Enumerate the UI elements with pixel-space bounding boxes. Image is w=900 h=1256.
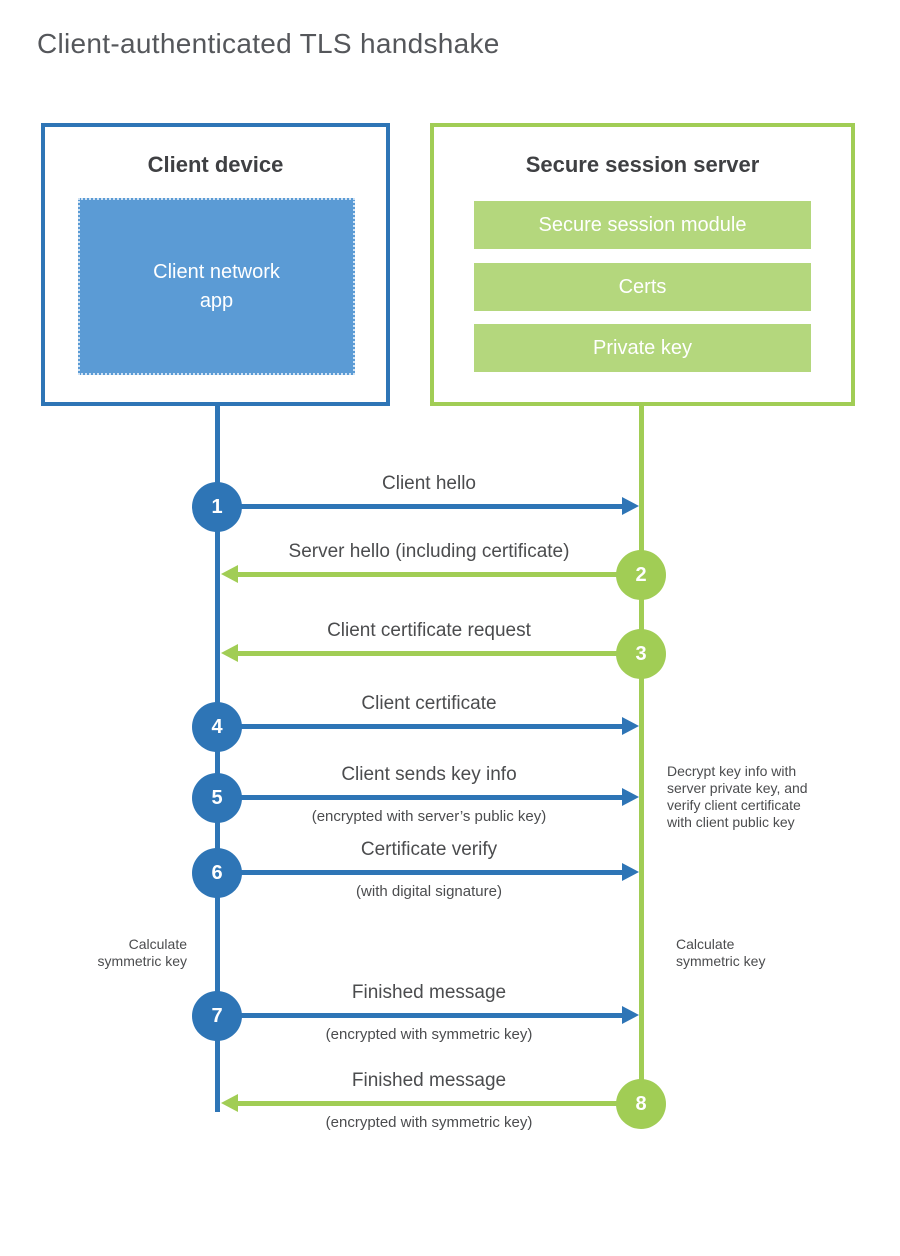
- step-3-badge: 3: [616, 629, 666, 679]
- step-2-badge: 2: [616, 550, 666, 600]
- step-4-badge: 4: [192, 702, 242, 752]
- arrow-left-icon: [221, 644, 629, 662]
- secure-session-server-box: Secure session server Secure session mod…: [430, 123, 855, 406]
- step-8-sublabel: (encrypted with symmetric key): [325, 1114, 533, 1131]
- certs-bar: Certs: [474, 263, 811, 311]
- arrow-right-icon: [230, 717, 639, 735]
- arrow-right-icon: [230, 1006, 639, 1024]
- step-5-badge: 5: [192, 773, 242, 823]
- server-lifeline: [639, 406, 644, 1104]
- step-7-label: Finished message: [351, 982, 507, 1003]
- step-1-label: Client hello: [382, 473, 476, 494]
- client-device-title: Client device: [147, 152, 284, 177]
- step-4-label: Client certificate: [361, 693, 497, 714]
- arrow-left-icon: [221, 1094, 629, 1112]
- server-decrypt-note: Decrypt key info with server private key…: [667, 763, 808, 830]
- client-calculate-symmetric-key-note: Calculate symmetric key: [97, 936, 187, 969]
- arrow-left-icon: [221, 565, 629, 583]
- step-6-badge: 6: [192, 848, 242, 898]
- step-8-label: Finished message: [351, 1070, 507, 1091]
- page-title: Client-authenticated TLS handshake: [37, 28, 500, 59]
- step-5-sublabel: (encrypted with server’s public key): [311, 808, 547, 825]
- client-network-app-box: Client network app: [78, 198, 355, 375]
- arrow-right-icon: [230, 497, 639, 515]
- step-3-label: Client certificate request: [327, 620, 531, 641]
- step-2-label: Server hello (including certificate): [288, 541, 570, 562]
- client-device-box: Client device Client network app: [41, 123, 390, 406]
- step-6-label: Certificate verify: [360, 839, 498, 860]
- private-key-bar: Private key: [474, 324, 811, 372]
- step-7-badge: 7: [192, 991, 242, 1041]
- secure-session-server-title: Secure session server: [525, 152, 760, 177]
- step-6-sublabel: (with digital signature): [356, 883, 502, 900]
- step-8-badge: 8: [616, 1079, 666, 1129]
- arrow-right-icon: [230, 863, 639, 881]
- step-7-sublabel: (encrypted with symmetric key): [325, 1026, 533, 1043]
- secure-session-module-bar: Secure session module: [474, 201, 811, 249]
- step-1-badge: 1: [192, 482, 242, 532]
- server-calculate-symmetric-key-note: Calculate symmetric key: [676, 936, 766, 969]
- arrow-right-icon: [230, 788, 639, 806]
- step-5-label: Client sends key info: [341, 764, 517, 785]
- client-lifeline: [215, 406, 220, 1112]
